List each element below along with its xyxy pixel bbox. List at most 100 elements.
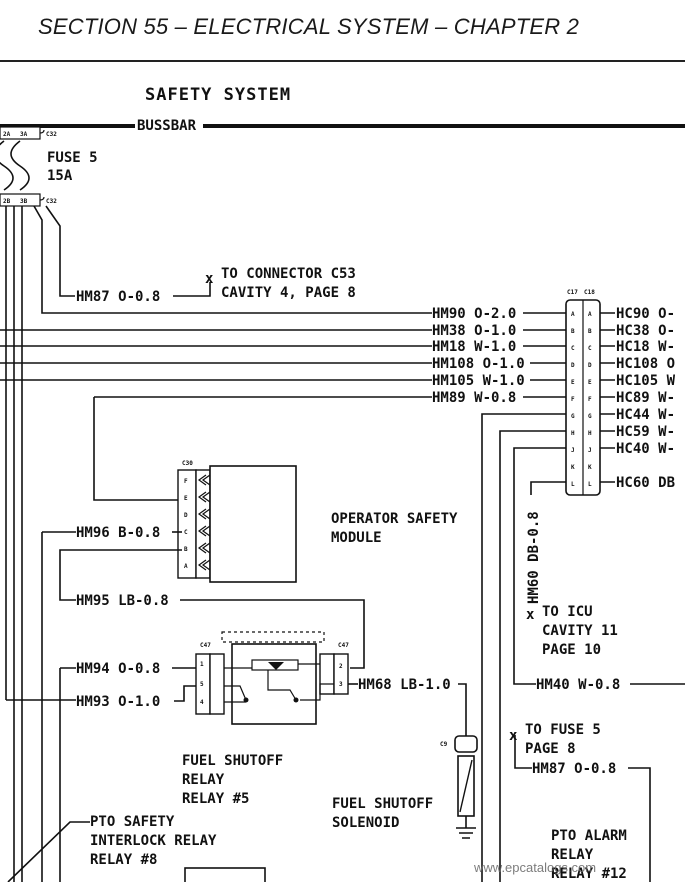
module-pin: F	[184, 478, 188, 485]
right-wire-label: HC60 DB	[616, 475, 675, 491]
wire-label-hm87-top: HM87 O-0.8	[76, 289, 160, 305]
left-wire-label: HM108 O-1.0	[432, 356, 525, 372]
bussbar-label-bg	[135, 118, 203, 132]
section-title: SECTION 55 – ELECTRICAL SYSTEM – CHAPTER…	[38, 14, 580, 39]
connector-label: C17	[567, 289, 578, 296]
fuse-connector: C32	[46, 131, 57, 138]
right-wire-label: HC105 W	[616, 373, 676, 389]
left-wire-label: HM89 W-0.8	[432, 390, 516, 406]
right-wire-label: HC90 O-	[616, 306, 675, 322]
connector-pin: F	[571, 396, 575, 403]
relay-connector-label: C47	[200, 642, 211, 649]
connector-pin: L	[588, 481, 592, 488]
wire-pin-g	[481, 413, 566, 882]
pto-safety-line1: PTO SAFETY	[90, 814, 175, 830]
fuse-name: FUSE 5	[47, 150, 98, 166]
fuse-5: 2A 3A C32 2B 3B C32	[0, 126, 57, 207]
connector-pin: A	[571, 311, 575, 318]
wire-pin-h	[499, 430, 566, 882]
right-wire-label: HC108 O	[616, 356, 675, 372]
wire-hm94-left	[59, 667, 76, 882]
wire-pin-j	[513, 447, 566, 685]
icu-note-line2: CAVITY 11	[542, 623, 618, 639]
right-wire-label: HC89 W-	[616, 390, 675, 406]
right-wire-label: HC38 O-	[616, 323, 675, 339]
connector-pin: J	[571, 447, 575, 454]
connector-pin: L	[571, 481, 575, 488]
relay-pin: 1	[200, 661, 204, 668]
pto-safety-relay-body	[184, 867, 266, 882]
bussbar-label: BUSSBAR	[137, 118, 197, 134]
diagram-title: SAFETY SYSTEM	[145, 85, 291, 105]
left-wire-label: HM18 W-1.0	[432, 339, 516, 355]
module-pin: B	[184, 546, 188, 553]
connector-pin: K	[571, 464, 575, 471]
wire-pto-safety	[7, 821, 90, 882]
wire-hm87-top	[45, 205, 211, 297]
relay-pin: 5	[200, 681, 204, 688]
solenoid-label-line2: SOLENOID	[332, 815, 399, 831]
connector-pin: A	[588, 311, 592, 318]
module-pin: A	[184, 563, 188, 570]
fuse-rating: 15A	[47, 168, 73, 184]
wire-end-x: x	[526, 607, 535, 623]
connector-pin: B	[588, 328, 592, 335]
wire-end-x: x	[509, 728, 518, 744]
pto-alarm-line2: RELAY	[551, 847, 594, 863]
connector-label: C18	[584, 289, 595, 296]
wire-hm90-route	[33, 205, 432, 314]
connector-pin: F	[588, 396, 592, 403]
right-wire-label: HC40 W-	[616, 441, 675, 457]
c53-note-line2: CAVITY 4, PAGE 8	[221, 285, 356, 301]
connector-pin: G	[588, 413, 592, 420]
wire-label-hm40: HM40 W-0.8	[536, 677, 620, 693]
connector-pin: H	[588, 430, 592, 437]
fuse-connector: C32	[46, 198, 57, 205]
module-label-line1: OPERATOR SAFETY	[331, 511, 458, 527]
module-label-line2: MODULE	[331, 530, 382, 546]
module-pin-chevron	[197, 542, 211, 554]
relay-label-line2: RELAY	[182, 772, 225, 788]
connector-pin: E	[571, 379, 575, 386]
fuel-shutoff-relay: C47 C47 1 5 4 2 3	[195, 631, 349, 725]
module-pin: E	[184, 495, 188, 502]
wire-hm95-right	[180, 599, 365, 669]
wire-stubs	[523, 312, 566, 398]
module-pin-chevron	[197, 525, 211, 537]
fuse5-note-line2: PAGE 8	[525, 741, 576, 757]
wire-label-hm87-bottom: HM87 O-0.8	[532, 761, 616, 777]
connector-pin: D	[571, 362, 575, 369]
wire-label-hm60: HM60 DB-0.8	[526, 511, 542, 604]
connector-pin: E	[588, 379, 592, 386]
relay-pin: 3	[339, 681, 343, 688]
fuse5-note-line1: TO FUSE 5	[525, 722, 601, 738]
wire-label-hm95: HM95 LB-0.8	[76, 593, 169, 609]
icu-note-line1: TO ICU	[542, 604, 593, 620]
wire-hm89-down	[93, 397, 182, 501]
header-rule	[0, 60, 685, 62]
fuse-pin: 3A	[20, 131, 28, 138]
right-wire-stubs	[600, 312, 615, 483]
module-pin-chevron	[197, 491, 211, 503]
relay-label-line3: RELAY #5	[182, 791, 249, 807]
module-pin-chevron	[197, 474, 211, 486]
connector-pin: B	[571, 328, 575, 335]
wire-hm95-left	[59, 549, 182, 601]
module-pin: C	[184, 529, 188, 536]
left-wire-label: HM105 W-1.0	[432, 373, 525, 389]
relay-connector-label: C47	[338, 642, 349, 649]
wire-hm93-stub	[174, 685, 196, 702]
pto-alarm-line3: RELAY #12	[551, 866, 627, 882]
module-pins: F E D C B A	[184, 474, 211, 571]
wire-label-hm93: HM93 O-1.0	[76, 694, 160, 710]
fuel-shutoff-solenoid: C9	[440, 735, 478, 839]
relay-pin: 2	[339, 663, 343, 670]
pto-safety-line3: RELAY #8	[90, 852, 157, 868]
solenoid-connector-label: C9	[440, 741, 448, 748]
wire-end-x: x	[205, 271, 214, 287]
module-pin: D	[184, 512, 188, 519]
module-pin-chevron	[197, 508, 211, 520]
wire-label-hm96: HM96 B-0.8	[76, 525, 160, 541]
